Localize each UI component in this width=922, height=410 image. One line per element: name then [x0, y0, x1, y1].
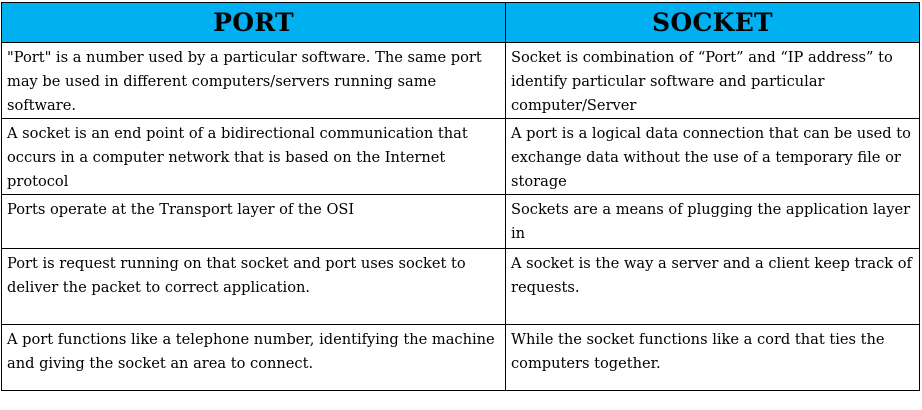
port-cell: A socket is an end point of a bidirectio…	[1, 118, 506, 195]
table-row: Ports operate at the Transport layer of …	[1, 194, 920, 249]
table-row: A socket is an end point of a bidirectio…	[1, 118, 920, 195]
socket-cell: Socket is combination of “Port” and “IP …	[505, 42, 920, 119]
socket-cell: A port is a logical data connection that…	[505, 118, 920, 195]
table-row: "Port" is a number used by a particular …	[1, 42, 920, 119]
port-cell: "Port" is a number used by a particular …	[1, 42, 506, 119]
comparison-table: PORT SOCKET "Port" is a number used by a…	[1, 2, 920, 391]
port-cell: Ports operate at the Transport layer of …	[1, 194, 506, 249]
port-cell: Port is request running on that socket a…	[1, 248, 506, 325]
header-socket: SOCKET	[505, 2, 920, 43]
table-row: A port functions like a telephone number…	[1, 324, 920, 391]
header-port: PORT	[1, 2, 506, 43]
table-header-row: PORT SOCKET	[1, 2, 920, 43]
table-row: Port is request running on that socket a…	[1, 248, 920, 325]
socket-cell: A socket is the way a server and a clien…	[505, 248, 920, 325]
port-cell: A port functions like a telephone number…	[1, 324, 506, 391]
socket-cell: Sockets are a means of plugging the appl…	[505, 194, 920, 249]
socket-cell: While the socket functions like a cord t…	[505, 324, 920, 391]
